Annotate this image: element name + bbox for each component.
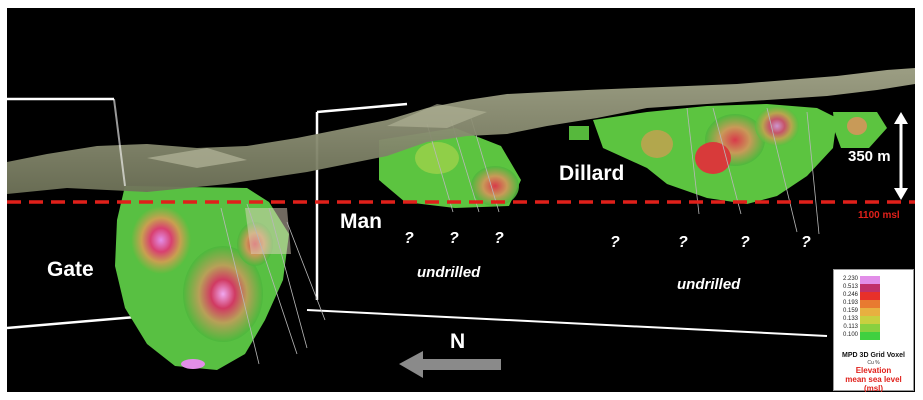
legend-value: 0.246 [842, 292, 858, 298]
north-label: N [450, 330, 466, 353]
legend-value: 0.159 [842, 308, 858, 314]
legend-swatch [860, 332, 880, 340]
legend-swatch [860, 284, 880, 292]
question-mark-1: ? [404, 230, 414, 247]
legend-elevation-title: Elevation [855, 366, 892, 375]
height-dimension-arrow [894, 112, 908, 200]
man-voxel-body [379, 128, 521, 208]
dillard-voxel-body [569, 104, 887, 204]
legend-title: MPD 3D Grid Voxel [842, 352, 905, 359]
man-label: Man [340, 210, 382, 233]
legend-value: 0.193 [842, 300, 858, 306]
box-edge-top-mid [316, 102, 408, 114]
undrilled-dillard-label: undrilled [677, 276, 741, 293]
legend-elevation-line1: mean sea level [845, 375, 902, 384]
legend-swatch [860, 324, 880, 332]
legend-elevation-line2: (msl) [863, 384, 884, 392]
gate-voxel-body [115, 186, 291, 370]
legend-value: 0.133 [842, 316, 858, 322]
terrain-surface [7, 68, 915, 194]
legend-swatch [860, 276, 880, 284]
grade-legend: 2.230 0.513 0.246 0.193 0.159 0.133 0.11… [833, 269, 914, 392]
question-mark-4: ? [610, 234, 620, 251]
3d-voxel-scene: Gate Man Dillard ? ? ? ? ? ? ? undrilled… [7, 8, 915, 392]
legend-swatch [860, 308, 880, 316]
legend-subtitle: Cu % [867, 360, 880, 366]
north-arrow [399, 351, 501, 378]
legend-swatch [860, 316, 880, 324]
legend-value: 2.230 [842, 276, 858, 282]
question-mark-2: ? [449, 230, 459, 247]
undrilled-man-label: undrilled [417, 264, 481, 281]
scene-graphics [7, 68, 915, 378]
legend-color-ramp [860, 276, 880, 348]
legend-value: 0.100 [842, 332, 858, 338]
gate-label: Gate [47, 258, 94, 281]
legend-value: 0.113 [843, 324, 858, 330]
legend-values: 2.230 0.513 0.246 0.193 0.159 0.133 0.11… [838, 275, 858, 339]
question-mark-5: ? [678, 234, 688, 251]
box-edge-bottom-left [7, 314, 148, 330]
legend-swatch [860, 292, 880, 300]
height-dimension-label: 350 m [848, 148, 891, 165]
question-mark-6: ? [740, 234, 750, 251]
dillard-label: Dillard [559, 162, 625, 185]
legend-swatch [860, 300, 880, 308]
box-edge-floor [306, 309, 828, 337]
legend-elevation-note: Elevation mean sea level (msl) [834, 366, 913, 392]
question-mark-3: ? [494, 230, 504, 247]
elevation-line-label: 1100 msl [858, 210, 900, 221]
question-mark-7: ? [801, 234, 811, 251]
legend-value: 0.513 [842, 284, 858, 290]
